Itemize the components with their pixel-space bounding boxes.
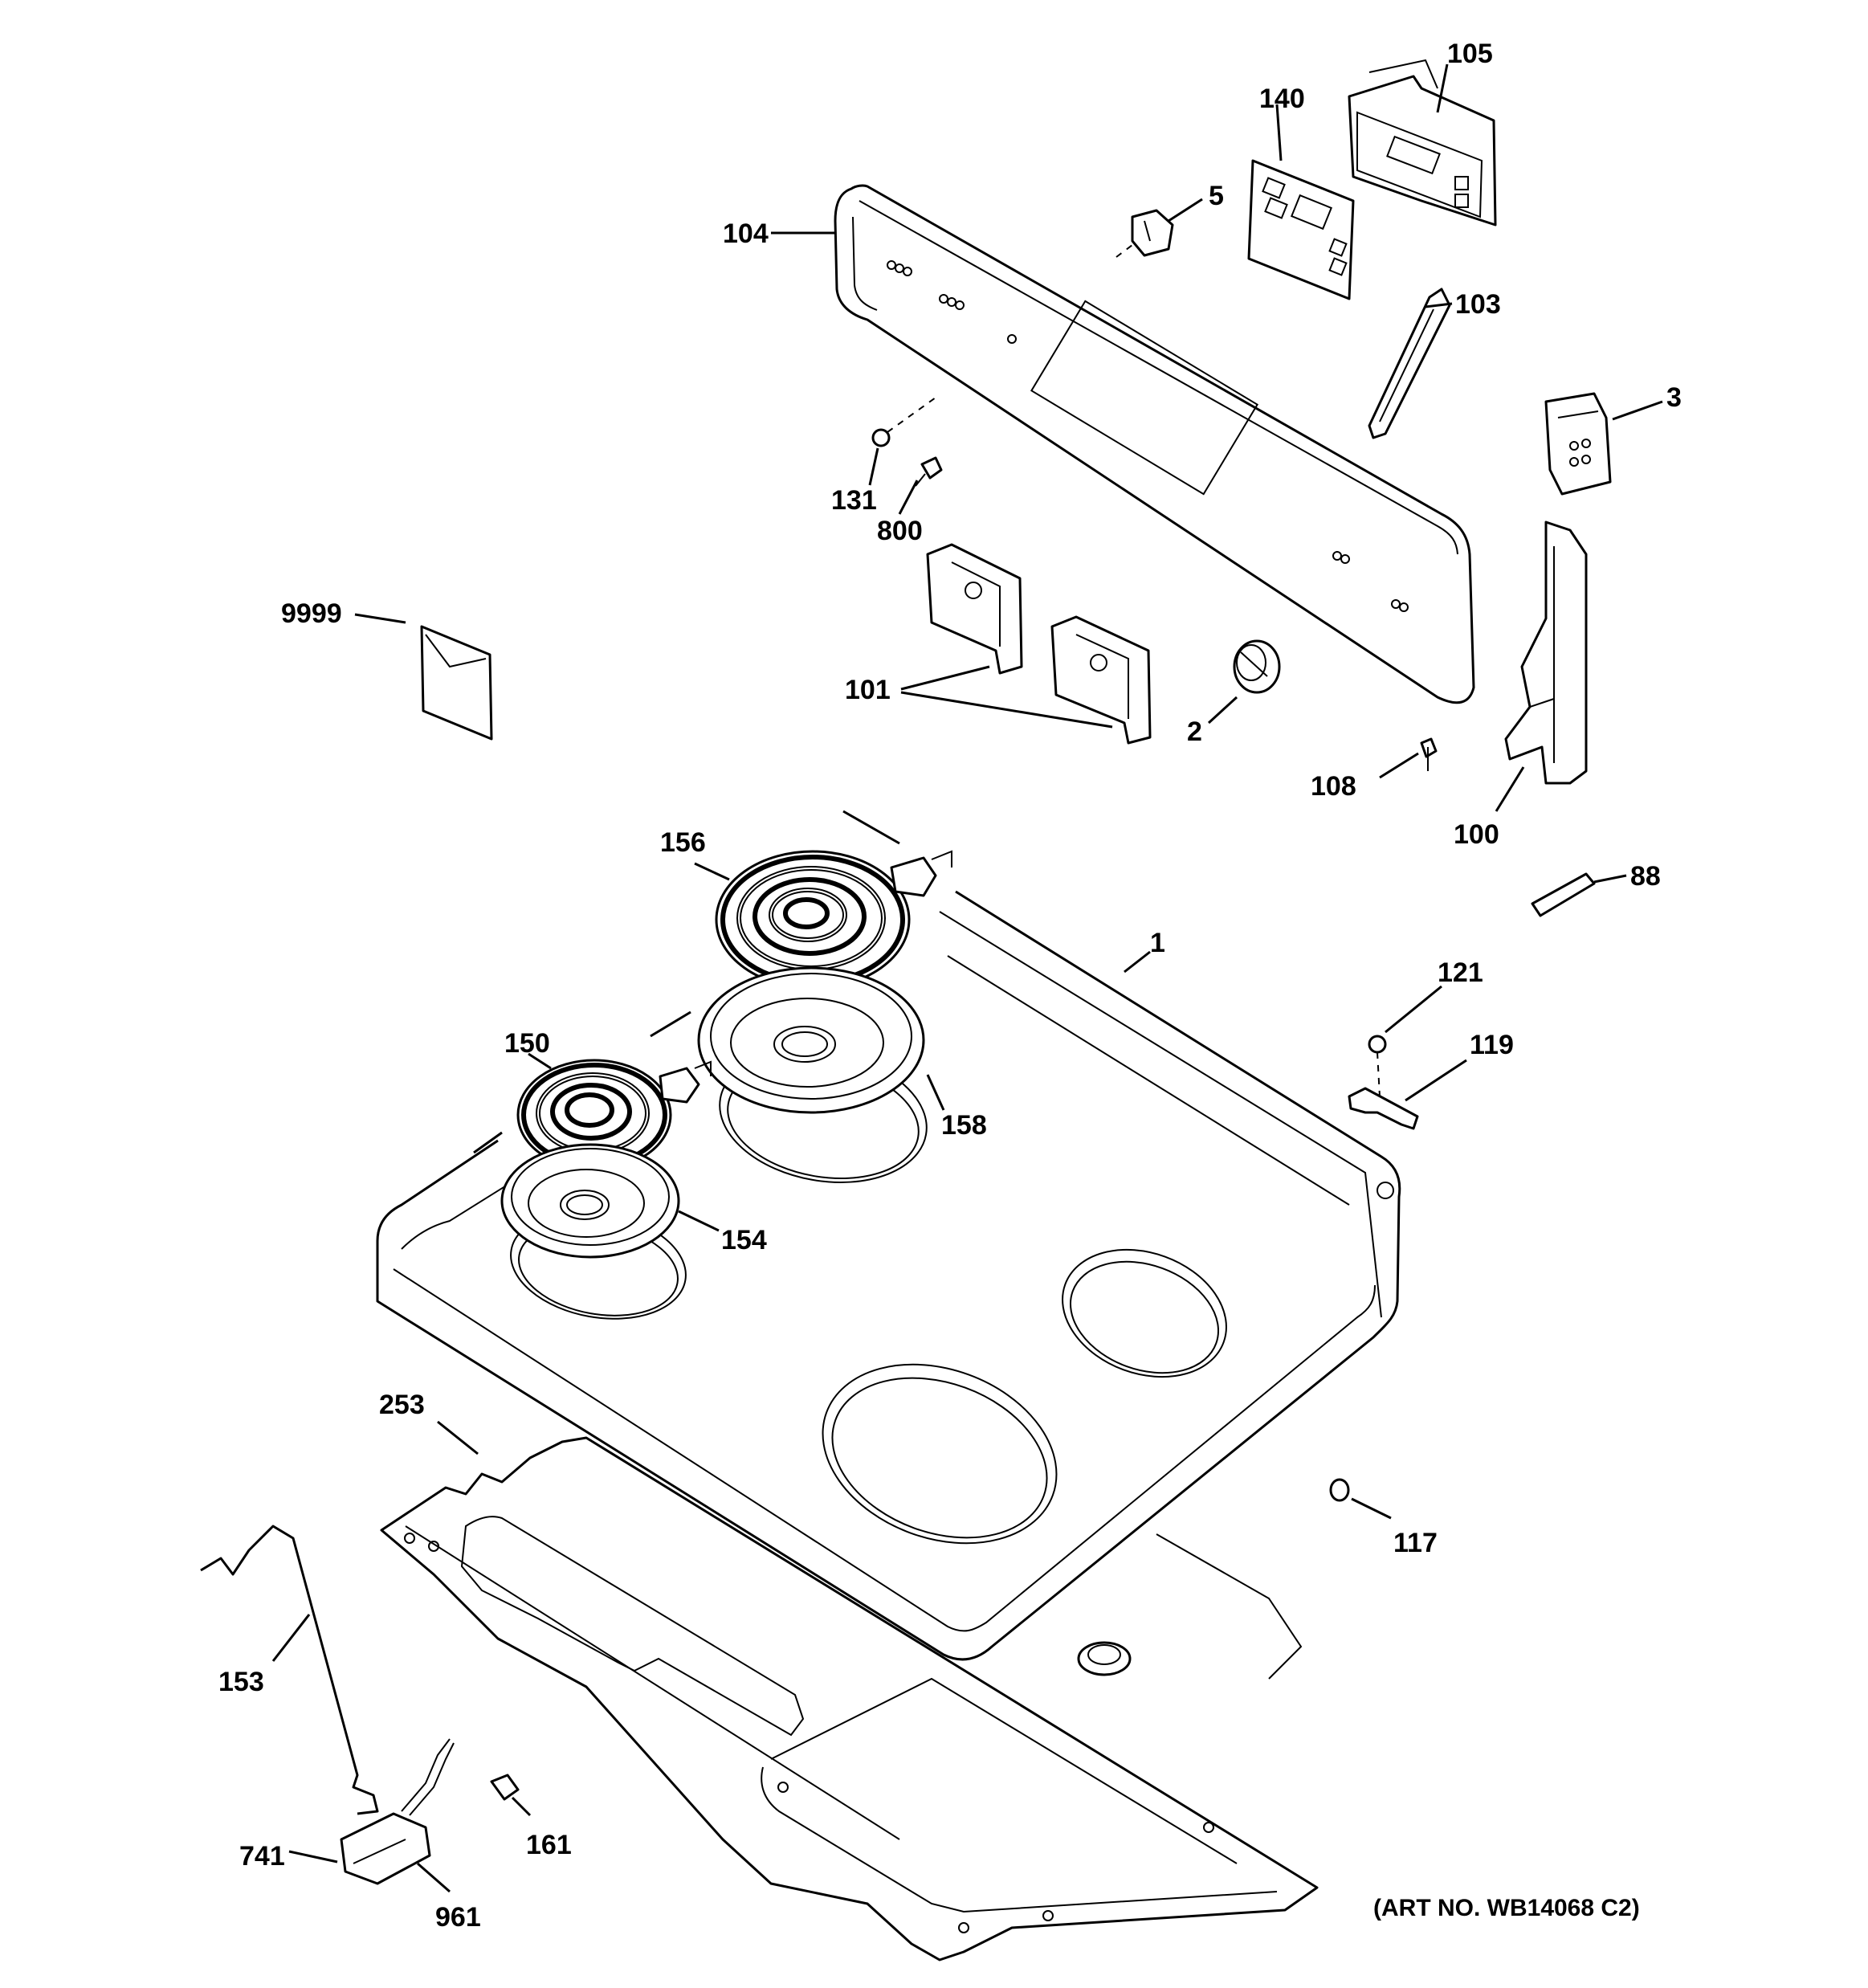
callout-1: 1 bbox=[1150, 928, 1165, 958]
callout-161: 161 bbox=[526, 1830, 572, 1860]
screw-108 bbox=[1420, 737, 1438, 771]
callout-103: 103 bbox=[1455, 289, 1501, 320]
callout-9999: 9999 bbox=[281, 598, 342, 629]
electronic-control-105 bbox=[1348, 59, 1497, 227]
screw-800 bbox=[915, 456, 943, 487]
nut-117 bbox=[1329, 1478, 1350, 1502]
literature-9999 bbox=[420, 625, 493, 741]
rod-153 bbox=[200, 1525, 379, 1815]
terminal-block-741 bbox=[340, 1812, 431, 1885]
callout-961: 961 bbox=[435, 1902, 481, 1933]
switch-5 bbox=[1115, 209, 1174, 258]
callout-3: 3 bbox=[1666, 382, 1682, 413]
clip-161 bbox=[490, 1774, 520, 1801]
screw-131 bbox=[871, 397, 936, 447]
art-number: (ART NO. WB14068 C2) bbox=[1373, 1895, 1640, 1921]
callout-104: 104 bbox=[723, 218, 769, 249]
callout-741: 741 bbox=[239, 1841, 285, 1872]
clip-88 bbox=[1531, 872, 1596, 917]
callout-150: 150 bbox=[504, 1028, 550, 1059]
callout-labels: 104 105 140 5 103 3 131 800 9999 101 2 1… bbox=[218, 39, 1682, 1933]
callout-100: 100 bbox=[1454, 819, 1499, 850]
callout-800: 800 bbox=[877, 516, 923, 546]
control-overlay-140 bbox=[1247, 159, 1355, 300]
callout-121: 121 bbox=[1438, 957, 1483, 988]
small-drip-pan-154 bbox=[473, 1131, 680, 1259]
bracket-101-a bbox=[926, 543, 1023, 675]
callout-158: 158 bbox=[941, 1110, 987, 1141]
callout-156: 156 bbox=[660, 827, 706, 858]
large-drip-pan-158 bbox=[697, 966, 925, 1114]
large-surface-unit-156 bbox=[715, 810, 952, 990]
callout-2: 2 bbox=[1187, 716, 1202, 747]
wire-lead-961 bbox=[401, 1738, 455, 1816]
bracket-119 bbox=[1348, 1087, 1419, 1130]
callout-253: 253 bbox=[379, 1390, 425, 1420]
backsplash-panel-104 bbox=[834, 184, 1475, 704]
callout-5: 5 bbox=[1209, 181, 1224, 211]
callout-153: 153 bbox=[218, 1667, 264, 1697]
leader-lines bbox=[271, 63, 1663, 1893]
callout-119: 119 bbox=[1470, 1030, 1514, 1060]
screw-121 bbox=[1368, 1035, 1387, 1097]
bracket-101-b bbox=[1050, 615, 1152, 745]
callout-88: 88 bbox=[1630, 861, 1661, 892]
end-cap-100 bbox=[1504, 520, 1588, 785]
infinite-switch-3 bbox=[1544, 392, 1612, 496]
knob-2 bbox=[1233, 639, 1281, 694]
callout-140: 140 bbox=[1259, 84, 1305, 114]
burner-box-253 bbox=[380, 1436, 1319, 1961]
callout-131: 131 bbox=[831, 485, 877, 516]
callout-154: 154 bbox=[721, 1225, 767, 1255]
callout-105: 105 bbox=[1447, 39, 1493, 69]
callout-117: 117 bbox=[1393, 1528, 1438, 1558]
callout-108: 108 bbox=[1311, 771, 1356, 802]
callout-101: 101 bbox=[845, 675, 891, 705]
wire-harness-103 bbox=[1368, 288, 1451, 439]
